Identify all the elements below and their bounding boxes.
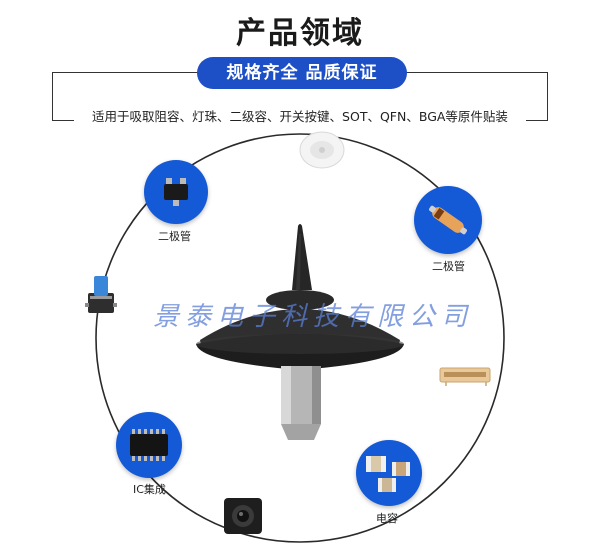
application-subtitle: 适用于吸取阻容、灯珠、二级容、开关按键、SOT、QFN、BGA等原件贴装 bbox=[74, 106, 526, 125]
led-component bbox=[299, 131, 345, 169]
diode-left-badge bbox=[144, 160, 208, 224]
tact-switch-component bbox=[85, 276, 117, 313]
company-watermark: 景泰电子科技有限公司 bbox=[152, 302, 473, 332]
frame-foot-left bbox=[52, 120, 74, 121]
capacitor-icon bbox=[366, 456, 410, 492]
page-title: 产品领域 bbox=[236, 16, 364, 51]
camera-module-component bbox=[224, 498, 262, 534]
capacitor-badge bbox=[356, 440, 422, 506]
diode-right-badge bbox=[414, 186, 482, 254]
quality-pill: 规格齐全 品质保证 bbox=[197, 57, 407, 89]
ic-label: IC集成 bbox=[133, 483, 166, 496]
sot-chip-icon bbox=[164, 178, 188, 206]
connector-component bbox=[439, 367, 491, 386]
glass-diode-icon bbox=[429, 205, 467, 235]
ic-badge bbox=[116, 412, 182, 478]
ic-chip-icon bbox=[130, 429, 168, 461]
orbit-ring bbox=[95, 133, 505, 543]
diode-left-label: 二极管 bbox=[158, 230, 191, 243]
frame-foot-right bbox=[526, 120, 548, 121]
diode-right-label: 二极管 bbox=[432, 260, 465, 273]
capacitor-label: 电容 bbox=[376, 512, 398, 525]
suction-nozzle bbox=[196, 224, 404, 440]
